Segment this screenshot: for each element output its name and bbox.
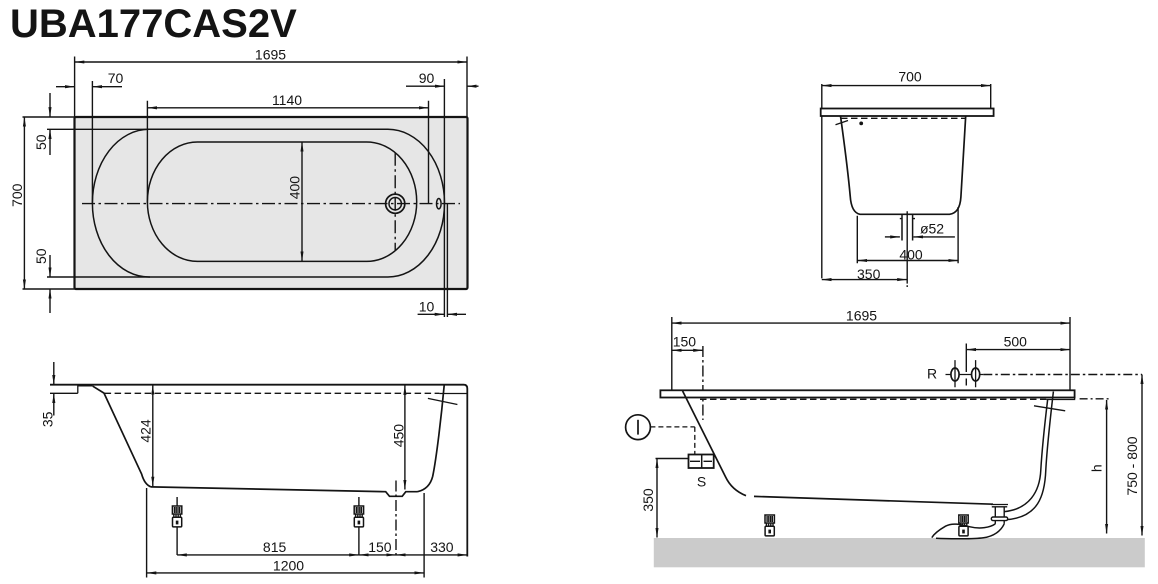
svg-text:1695: 1695	[255, 47, 286, 63]
svg-text:50: 50	[33, 134, 49, 150]
svg-text:10: 10	[419, 299, 435, 315]
svg-text:350: 350	[640, 488, 656, 512]
svg-text:330: 330	[430, 539, 454, 555]
svg-text:R: R	[927, 366, 937, 382]
svg-text:UBA177CAS2V: UBA177CAS2V	[10, 2, 297, 46]
svg-text:700: 700	[9, 183, 25, 207]
svg-text:50: 50	[33, 248, 49, 264]
svg-text:700: 700	[898, 69, 922, 85]
svg-text:35: 35	[39, 411, 55, 427]
svg-text:400: 400	[286, 176, 302, 200]
svg-text:1140: 1140	[272, 92, 302, 108]
svg-text:90: 90	[419, 70, 435, 86]
svg-text:350: 350	[857, 266, 881, 282]
svg-text:400: 400	[899, 247, 923, 263]
svg-text:450: 450	[390, 424, 406, 448]
svg-text:500: 500	[1004, 334, 1028, 350]
svg-text:S: S	[697, 474, 706, 490]
svg-text:150: 150	[368, 539, 392, 555]
svg-text:ø52: ø52	[920, 221, 944, 237]
svg-text:424: 424	[138, 419, 154, 443]
svg-text:150: 150	[673, 334, 697, 350]
svg-text:1200: 1200	[273, 558, 304, 574]
svg-text:70: 70	[108, 70, 124, 86]
svg-text:h: h	[1088, 464, 1104, 472]
svg-text:1695: 1695	[846, 308, 877, 324]
svg-text:815: 815	[263, 539, 287, 555]
svg-text:750 - 800: 750 - 800	[1124, 436, 1140, 495]
